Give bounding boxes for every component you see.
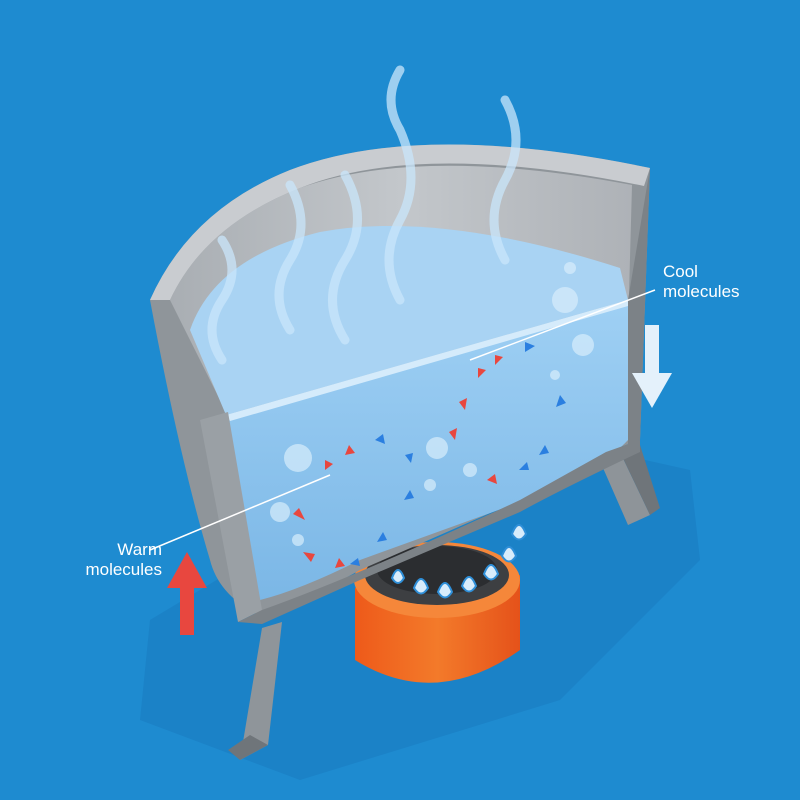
warm-molecules-label: Warm molecules xyxy=(70,540,162,580)
water-surface xyxy=(190,225,628,415)
water-cut-edge xyxy=(226,300,628,421)
pot-leg-back-side xyxy=(620,445,660,515)
warm-label-line1: Warm xyxy=(117,540,162,559)
pot-base xyxy=(238,440,640,624)
pot-leg-front-side xyxy=(228,735,268,760)
cool-label-line2: molecules xyxy=(663,282,740,301)
warm-label-line2: molecules xyxy=(85,560,162,579)
arrow-up-icon xyxy=(167,552,207,635)
convection-arrows-warm xyxy=(293,355,503,568)
gas-burner xyxy=(354,542,520,683)
arrow-down-icon xyxy=(632,325,672,408)
cool-molecules-label: Cool molecules xyxy=(663,262,740,302)
cool-label-line1: Cool xyxy=(663,262,698,281)
water-bubbles xyxy=(270,262,594,546)
pot-cut-edge-right xyxy=(628,168,650,446)
burner-flames xyxy=(390,524,528,599)
pot-leg-back xyxy=(596,452,650,525)
cool-leader-line xyxy=(469,289,656,361)
convection-arrows-cool xyxy=(350,342,566,566)
warm-leader-line xyxy=(149,474,331,551)
pot-leg-front xyxy=(240,622,282,760)
steam-wisps xyxy=(207,65,521,365)
pot-rim xyxy=(150,144,650,300)
